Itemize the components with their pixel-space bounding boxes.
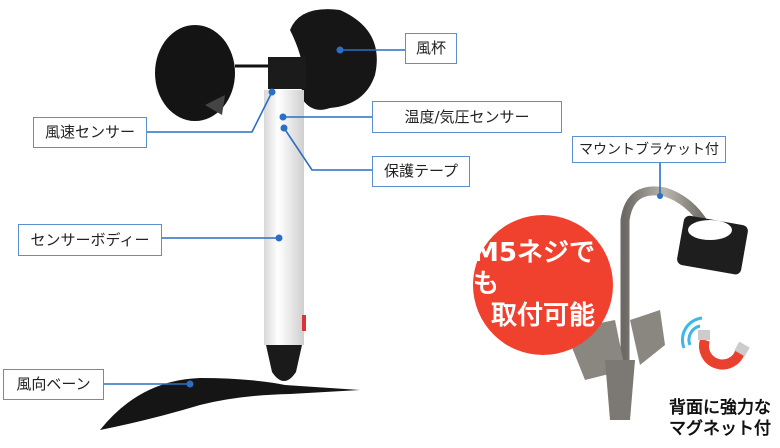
label-sensor-body: センサーボディー	[18, 224, 162, 256]
label-temp-pressure-sensor: 温度/気圧センサー	[372, 101, 562, 133]
label-mount-bracket: マウントブラケット付	[572, 136, 726, 163]
magnet-icon	[680, 316, 750, 370]
magnet-caption-line-2: マグネット付	[669, 419, 771, 440]
m5-screw-badge: M5ネジでも 取付可能	[473, 215, 613, 355]
wind-vane-blade	[100, 378, 360, 430]
label-wind-speed-sensor: 風速センサー	[33, 117, 147, 148]
leader-lines	[104, 49, 661, 385]
label-wind-cup: 風杯	[405, 33, 457, 64]
sensor-pole	[264, 90, 306, 381]
label-protective-tape: 保護テープ	[372, 156, 470, 187]
magnet-caption: 背面に強力な マグネット付	[650, 398, 780, 441]
wind-cups	[155, 9, 377, 121]
badge-line-1: M5ネジでも	[473, 238, 595, 300]
label-wind-vane: 風向ベーン	[3, 369, 104, 400]
magnet-caption-line-1: 背面に強力な	[669, 398, 771, 418]
leader-dots	[186, 46, 663, 388]
badge-line-2: 取付可能	[490, 300, 595, 331]
